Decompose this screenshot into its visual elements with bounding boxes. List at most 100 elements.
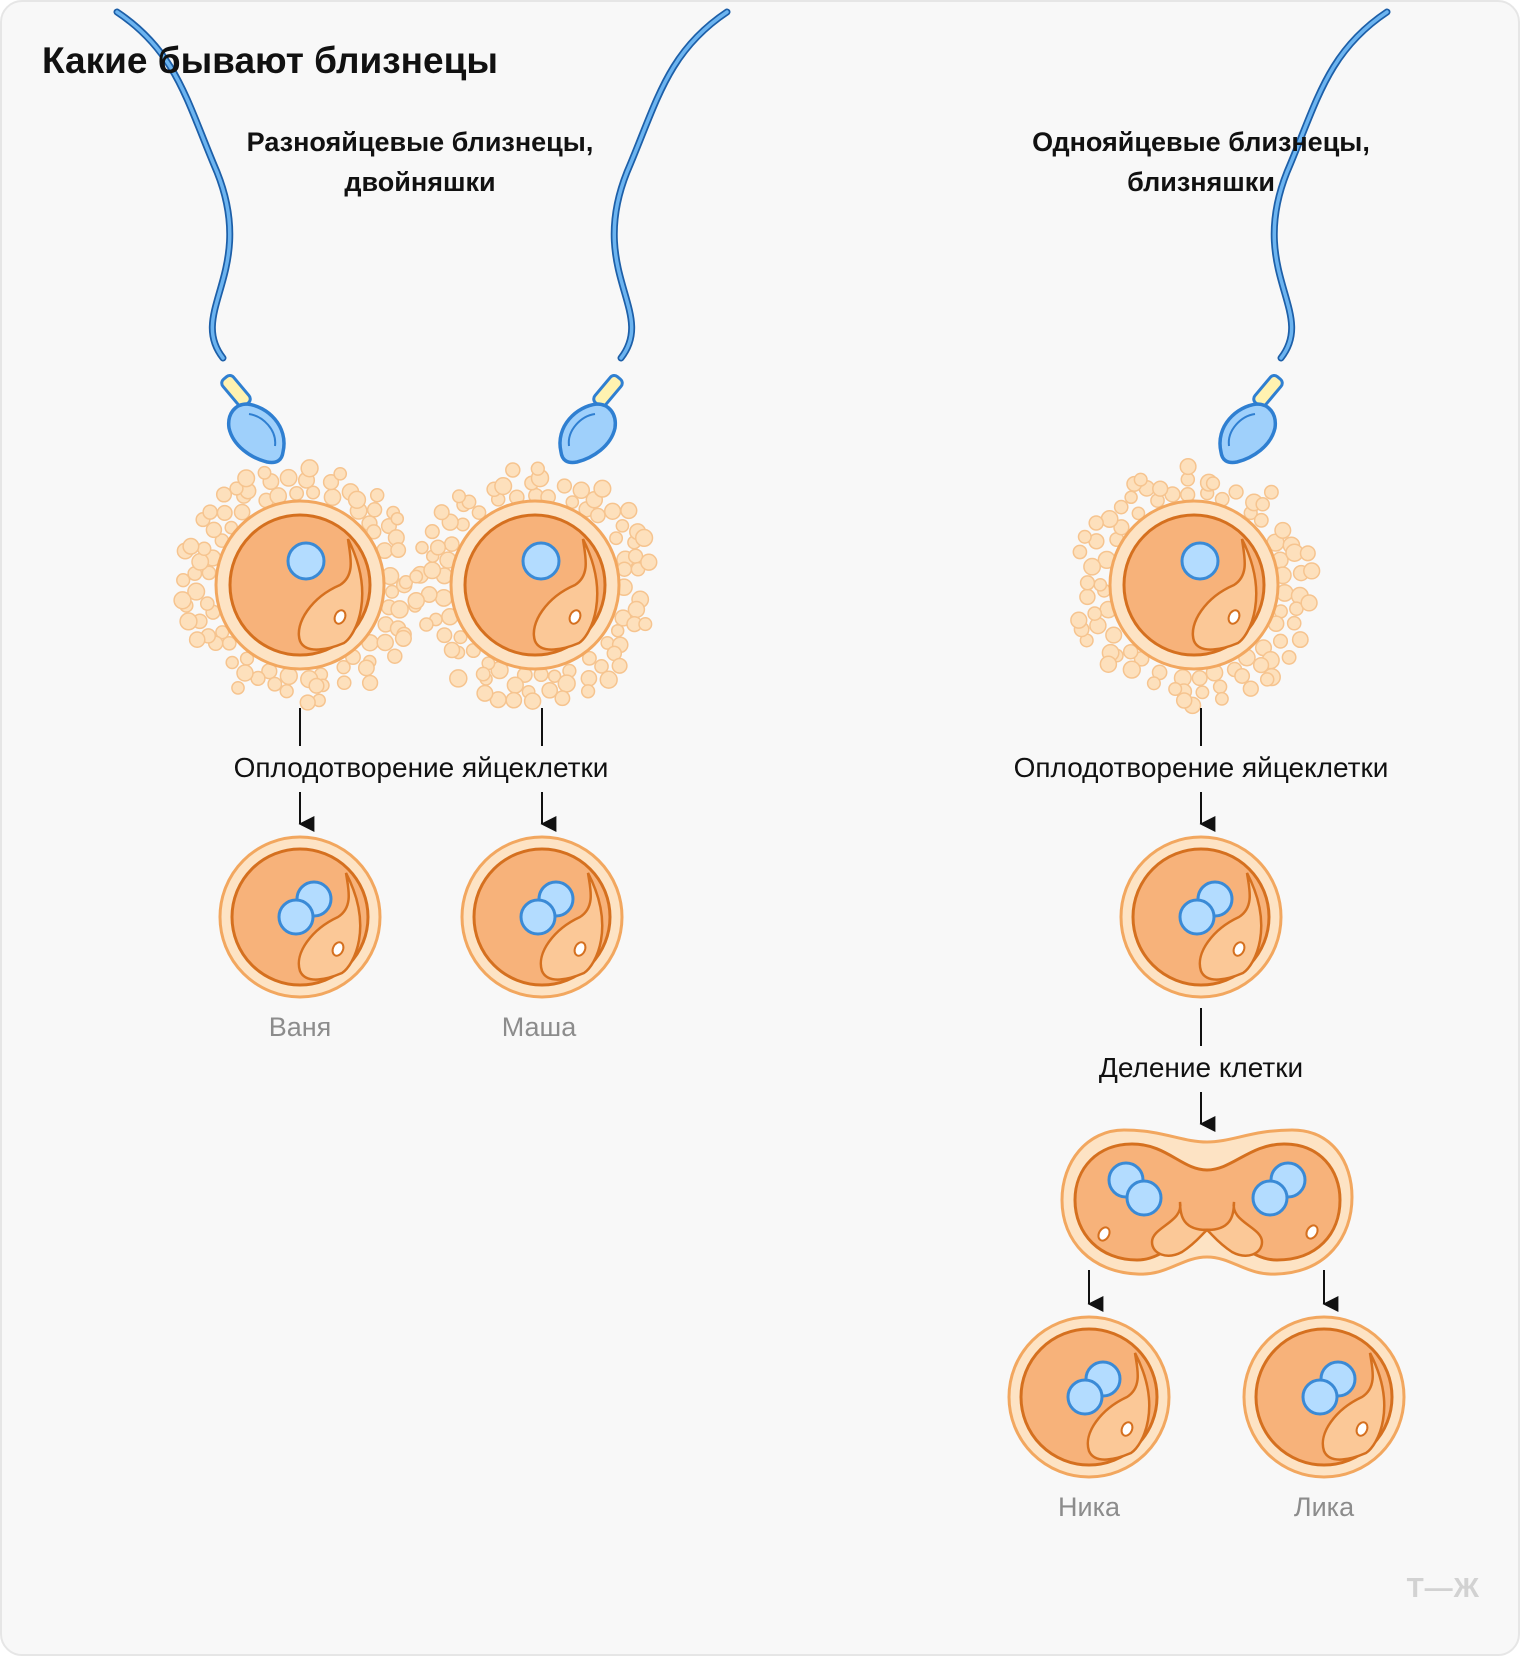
twin-cell bbox=[1007, 1315, 1171, 1479]
egg-granule bbox=[599, 670, 618, 689]
egg-granule bbox=[336, 675, 352, 691]
twin-name-label: Ваня bbox=[268, 1012, 332, 1042]
egg-granule bbox=[505, 691, 523, 709]
egg-granule bbox=[1272, 633, 1289, 649]
egg-granule bbox=[1175, 692, 1193, 709]
egg-granule bbox=[300, 459, 319, 478]
egg-granule bbox=[279, 684, 294, 699]
egg-granule bbox=[451, 489, 467, 504]
twin-name-label: Лика bbox=[1293, 1492, 1355, 1522]
egg-granule bbox=[308, 677, 325, 694]
egg-granule bbox=[530, 461, 545, 476]
egg-granule bbox=[505, 462, 521, 478]
egg-granule bbox=[267, 676, 283, 692]
egg-granule bbox=[215, 625, 230, 640]
egg-granule bbox=[1300, 594, 1318, 612]
egg-granule bbox=[1252, 656, 1270, 674]
egg-granule bbox=[179, 612, 198, 631]
egg-granule bbox=[1113, 519, 1130, 536]
egg-granule bbox=[322, 473, 340, 491]
egg-granule bbox=[627, 600, 646, 619]
egg-granule bbox=[581, 650, 597, 666]
fraternal-heading-line2: двойняшки bbox=[344, 167, 496, 197]
egg-granule bbox=[202, 504, 218, 520]
egg-granule bbox=[1179, 458, 1197, 476]
egg-granule bbox=[620, 501, 638, 520]
egg-granule bbox=[1303, 562, 1321, 580]
egg-granule bbox=[216, 504, 233, 521]
connector-arrows bbox=[298, 708, 1339, 1312]
egg-granule bbox=[541, 681, 559, 699]
egg-granule bbox=[610, 623, 625, 638]
egg-granule bbox=[1228, 484, 1244, 500]
egg-granule bbox=[409, 569, 424, 584]
fraternal-heading: Разнояйцевые близнецы, двойняшки bbox=[247, 122, 594, 202]
egg-granule bbox=[361, 674, 379, 692]
egg-granule bbox=[1168, 681, 1183, 697]
egg-granule bbox=[1152, 480, 1169, 497]
egg-granule bbox=[476, 684, 494, 702]
egg-granule bbox=[205, 521, 223, 539]
egg-granule bbox=[191, 552, 210, 571]
egg-granule bbox=[419, 617, 434, 632]
identical-heading-line2: близняшки bbox=[1127, 167, 1275, 197]
egg-granule bbox=[547, 669, 562, 683]
egg-granule bbox=[369, 487, 385, 503]
egg-granule bbox=[1088, 515, 1104, 531]
egg-granule bbox=[1083, 557, 1102, 576]
egg-granule bbox=[1079, 588, 1096, 606]
egg-granule bbox=[1274, 521, 1292, 539]
egg-granule bbox=[231, 681, 245, 695]
egg-granule bbox=[257, 465, 272, 480]
egg-granule bbox=[1077, 529, 1092, 544]
egg-granule bbox=[429, 539, 447, 556]
egg-granule bbox=[407, 591, 425, 610]
fertilization-label-right: Оплодотворение яйцеклетки bbox=[1007, 752, 1395, 784]
egg-granule bbox=[199, 596, 215, 611]
egg-granule bbox=[580, 670, 598, 687]
twin-name-label: Маша bbox=[501, 1012, 577, 1042]
egg-granule bbox=[494, 477, 513, 496]
egg-granule bbox=[1122, 660, 1141, 679]
fraternal-heading-line1: Разнояйцевые близнецы, bbox=[246, 127, 594, 157]
egg-granule bbox=[357, 659, 375, 677]
egg-granule bbox=[1087, 606, 1103, 621]
twin-cell bbox=[1242, 1315, 1406, 1479]
egg-granule bbox=[638, 617, 653, 632]
sperm-illustration bbox=[560, 12, 727, 463]
egg-granule bbox=[1122, 643, 1139, 660]
egg-granule bbox=[336, 660, 351, 675]
egg-granule bbox=[390, 511, 405, 526]
egg-granule bbox=[423, 561, 442, 580]
egg-granule bbox=[1131, 506, 1146, 521]
egg-granule bbox=[1214, 691, 1229, 706]
brand-logo: Т—Ж bbox=[1406, 1572, 1480, 1603]
egg-granule bbox=[1100, 510, 1119, 528]
egg-granule bbox=[387, 648, 403, 664]
egg-granule bbox=[1124, 490, 1138, 505]
egg-granule bbox=[523, 692, 542, 710]
egg-granule bbox=[634, 528, 654, 548]
egg-granule bbox=[1205, 476, 1221, 491]
egg-granule bbox=[1079, 575, 1096, 591]
egg-granule bbox=[1263, 484, 1279, 500]
egg-granule bbox=[433, 504, 450, 521]
egg-granule bbox=[475, 666, 491, 682]
egg-granule bbox=[1286, 615, 1302, 631]
egg-granule bbox=[556, 478, 573, 494]
egg-granule bbox=[611, 657, 628, 674]
egg-granule bbox=[1259, 672, 1275, 687]
egg-granule bbox=[1113, 499, 1129, 515]
egg-granule bbox=[1133, 472, 1148, 487]
dividing-cell bbox=[1060, 1128, 1354, 1276]
egg-granule bbox=[237, 469, 256, 488]
egg-granule bbox=[236, 664, 254, 682]
egg-granule bbox=[1255, 497, 1270, 512]
egg-granule bbox=[323, 488, 342, 507]
fertilization-label-left: Оплодотворение яйцеклетки bbox=[227, 752, 615, 784]
egg-granule bbox=[1072, 544, 1088, 560]
egg-granule bbox=[1191, 670, 1208, 687]
egg-granule bbox=[390, 542, 407, 559]
